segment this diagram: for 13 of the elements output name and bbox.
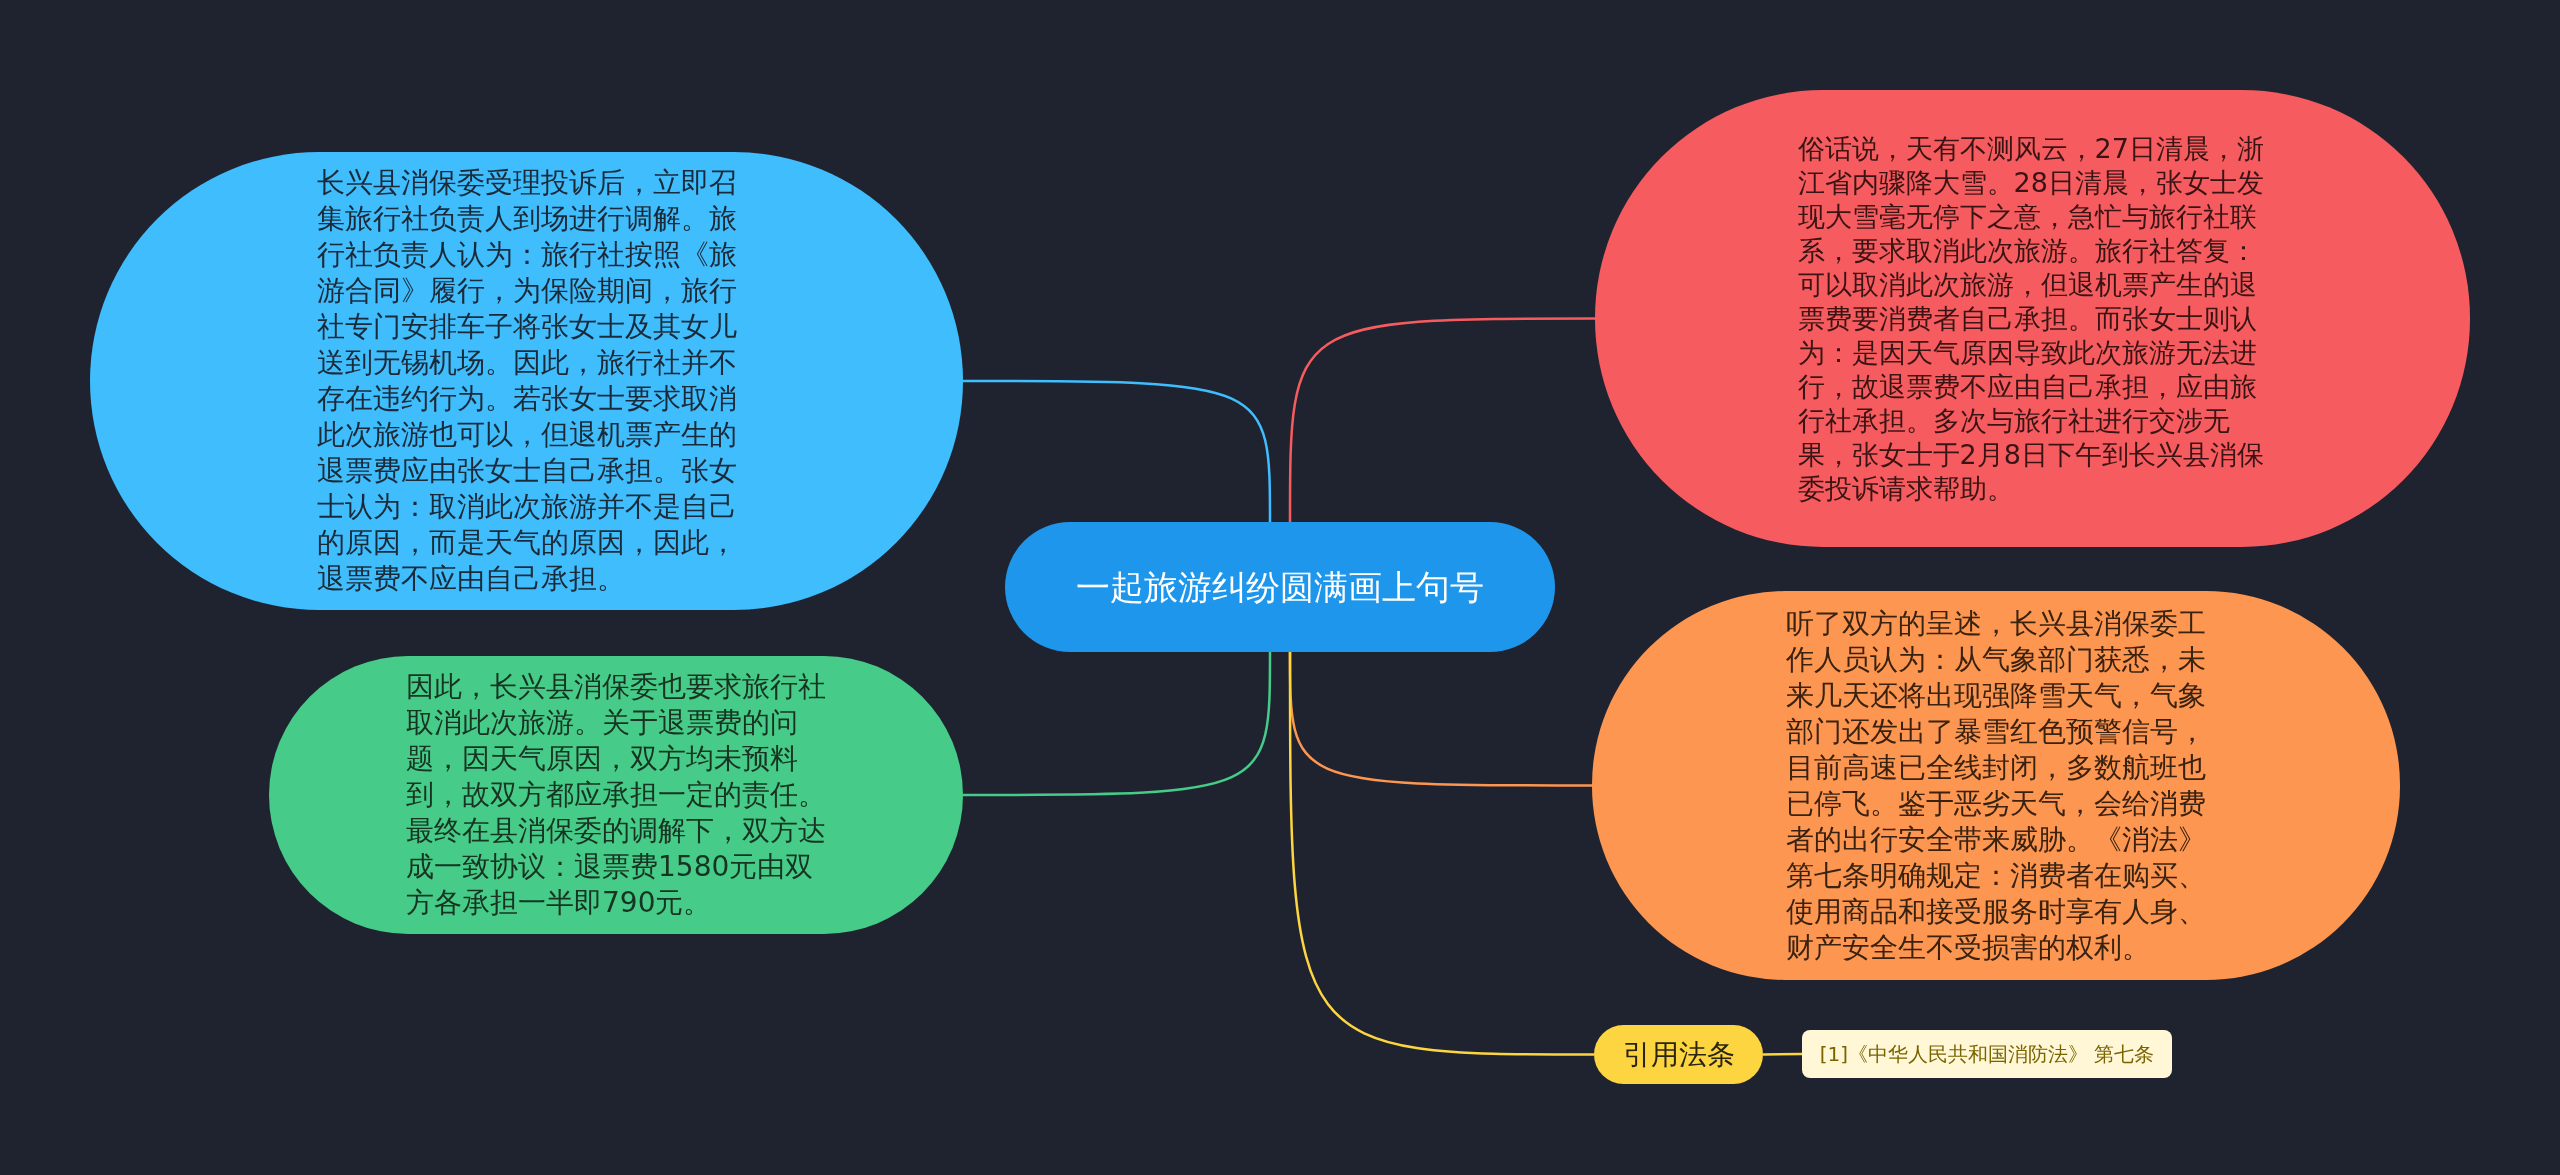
connector-line: [1288, 317, 1595, 522]
node-text: 长兴县消保委受理投诉后，立即召集旅行社负责人到场进行调解。旅行社负责人认为：旅行社按照《旅游合同》履行，为保险期间，旅行社专门安排车子将张女士及其女儿送到无锡机场。因此，旅行社并不存在违约行为。若张女士要求取消此次旅游也可以，但退机票产生的退票费应由张女士自己承担。张女士认为：取消此次旅游并不是自己的原因，而是天气的原因，因此，退票费不应由自己承担。: [316, 165, 737, 597]
node-text: 一起旅游纠纷圆满画上句号: [1075, 566, 1485, 609]
reference-note: [1802, 1030, 2172, 1078]
node-text: 听了双方的呈述，长兴县消保委工作人员认为：从气象部门获悉，未来几天还将出现强降雪天气，气象部门还发出了暴雪红色预警信号，目前高速已全线封闭，多数航班也已停飞。鉴于恶劣天气，会给消费者的出行安全带来威胁。《消法》第七条明确规定：消费者在购买、使用商品和接受服务时享有人身、财产安全生不受损害的权利。: [1786, 605, 2206, 966]
connector-line: [963, 379, 1272, 522]
node-text: [1]《中华人民共和国消防法》 第七条: [1818, 1041, 2156, 1068]
connector-line: [963, 652, 1272, 797]
node-text: 引用法条: [1621, 1036, 1736, 1073]
connector-line: [1763, 1052, 1802, 1056]
node-text: 俗话说，天有不测风云，27日清晨，浙江省内骤降大雪。28日清晨，张女士发现大雪毫无停下之意，急忙与旅行社联系，要求取消此次旅游。旅行社答复：可以取消此次旅游，但退机票产生的退票费要消费者自己承担。而张女士则认为：是因天气原因导致此次旅游无法进行，故退票费不应由自己承担，应由旅行社承担。多次与旅行社进行交涉无果，张女士于2月8日下午到长兴县消保委投诉请求帮助。: [1797, 131, 2265, 506]
node-text: 因此，长兴县消保委也要求旅行社取消此次旅游。关于退票费的问题，因天气原因，双方均未预料到，故双方都应承担一定的责任。最终在县消保委的调解下，双方达成一致协议：退票费1580元由双方各承担一半即790元。: [406, 669, 826, 921]
connector-line: [1288, 652, 1594, 1056]
